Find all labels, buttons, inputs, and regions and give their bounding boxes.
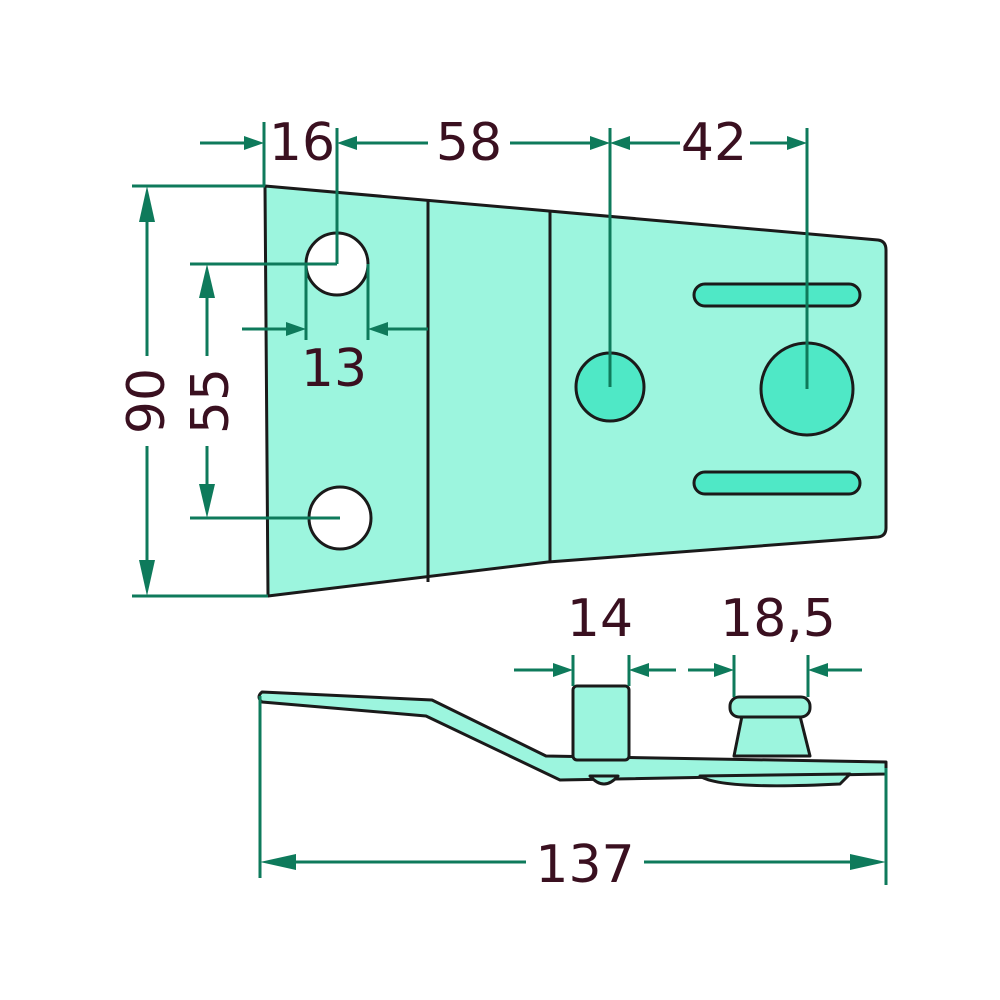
- dim-label-18-5: 18,5: [720, 589, 836, 649]
- dim-label-137: 137: [535, 835, 634, 895]
- dim-label-58: 58: [436, 113, 502, 173]
- boss-underside: [698, 772, 852, 788]
- stud-underside: [588, 774, 620, 786]
- side-view: [257, 684, 888, 788]
- stud-mushroom-head: [728, 695, 812, 719]
- dim-label-13: 13: [301, 339, 367, 399]
- stud-mushroom: [732, 714, 812, 758]
- dim-label-16: 16: [269, 113, 335, 173]
- dim-label-90: 90: [117, 368, 177, 434]
- slot-bottom: [692, 470, 862, 496]
- dim-label-42: 42: [681, 113, 747, 173]
- stud-cylinder: [571, 684, 631, 762]
- dim-label-14: 14: [567, 589, 633, 649]
- dim-label-55: 55: [181, 368, 241, 434]
- slot-top: [692, 282, 862, 308]
- dimension-labels: 16 58 42 13 90 55 14 18,5 137: [117, 113, 836, 895]
- dimension-lines: [132, 122, 888, 885]
